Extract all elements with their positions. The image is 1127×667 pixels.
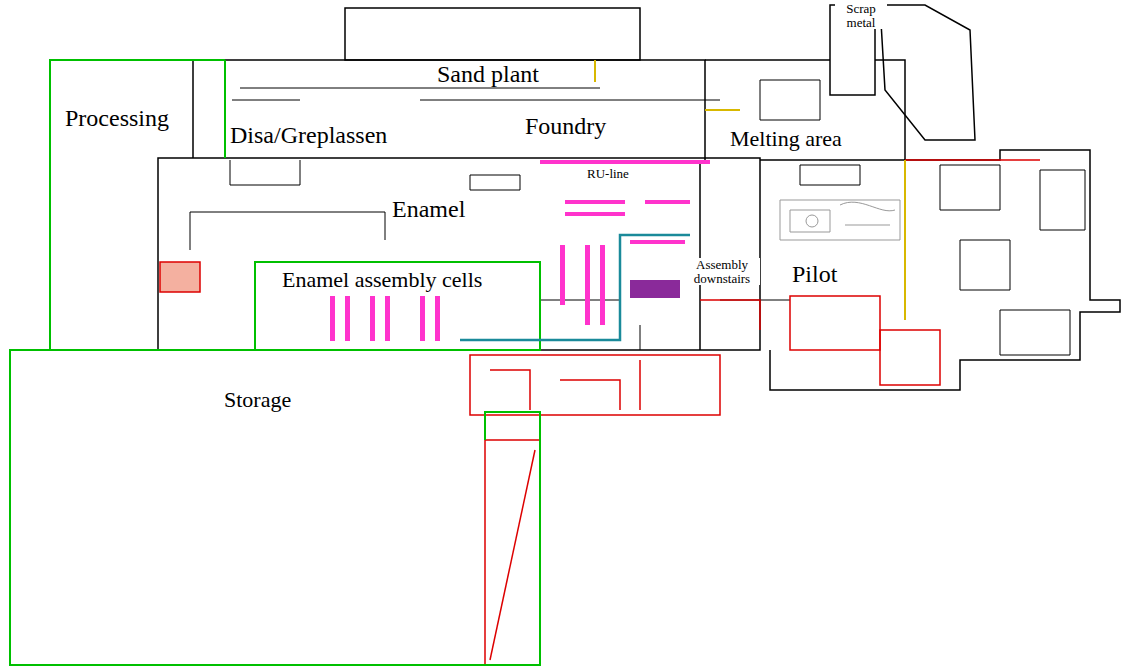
- rack: [560, 245, 565, 305]
- rack: [540, 160, 710, 164]
- wall: [700, 160, 1040, 330]
- rack: [565, 212, 625, 216]
- room: [790, 296, 880, 350]
- yellow-lines: [595, 60, 905, 320]
- area-label: Assembly downstairs: [684, 258, 760, 285]
- area-label: Foundry: [523, 114, 608, 139]
- room: [470, 355, 720, 415]
- wall: [880, 5, 975, 140]
- area-label: Processing: [63, 106, 171, 131]
- conveyor: [460, 235, 690, 340]
- area-label: Melting area: [728, 127, 844, 150]
- wall: [345, 8, 640, 60]
- region-outline: [10, 350, 540, 665]
- yellow-line: [595, 60, 905, 320]
- walls: [158, 5, 1120, 390]
- room: [230, 160, 520, 190]
- rack: [385, 296, 390, 341]
- rack: [435, 296, 440, 341]
- room: [190, 212, 385, 250]
- rack-block: [630, 280, 680, 298]
- red-walls: [160, 160, 1040, 665]
- machine: [780, 200, 900, 240]
- rack: [565, 200, 625, 204]
- rack: [370, 296, 375, 341]
- rack: [345, 296, 350, 341]
- region-outline: [255, 262, 540, 350]
- area-label: RU-line: [585, 167, 631, 181]
- region-outline: [50, 60, 225, 350]
- wall: [540, 300, 790, 350]
- area-label: Enamel: [390, 197, 467, 222]
- area-label: Enamel assembly cells: [280, 268, 484, 291]
- diagonal: [490, 450, 535, 660]
- rack: [420, 296, 425, 341]
- machine: [806, 215, 818, 227]
- region-outline: [224, 60, 226, 158]
- rack: [600, 245, 605, 325]
- area-label: Scrap metal: [835, 2, 887, 29]
- rack: [645, 200, 690, 204]
- pilot-machine: [780, 200, 900, 240]
- rack: [630, 240, 685, 244]
- green-outlines: [10, 60, 540, 665]
- room: [485, 440, 540, 665]
- area-label: Pilot: [790, 262, 839, 287]
- rack: [585, 245, 590, 325]
- area-label: Sand plant: [435, 62, 541, 87]
- area-label: Storage: [222, 388, 293, 411]
- wall: [700, 150, 1120, 390]
- racks: [330, 160, 710, 341]
- wall: [158, 158, 760, 350]
- conveyor-line: [460, 235, 690, 340]
- room: [880, 330, 940, 385]
- area-label: Disa/Greplassen: [228, 123, 389, 148]
- room: [940, 165, 1085, 355]
- hatched-room: [160, 262, 200, 292]
- rack: [330, 296, 335, 341]
- wall: [193, 60, 705, 160]
- conveyor: [232, 88, 720, 100]
